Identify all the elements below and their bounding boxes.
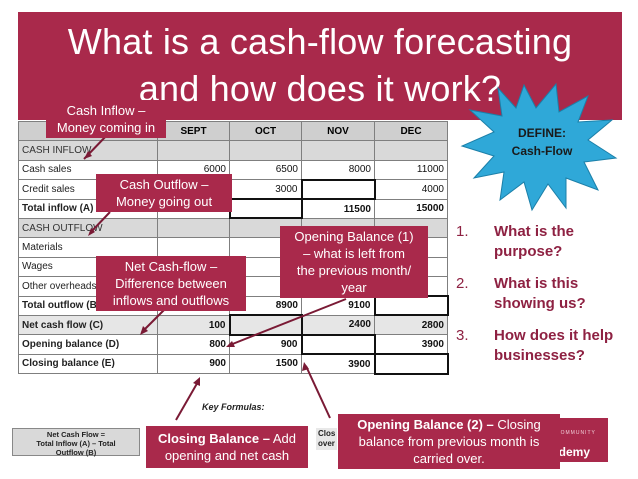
define-burst: DEFINE: Cash-Flow (498, 124, 586, 160)
logo-text: ademy (552, 445, 591, 459)
callout-line: Opening Balance (2) – Closing (341, 416, 557, 433)
fragment-line: over (318, 439, 335, 448)
callout-text: inflows and outflows (112, 293, 230, 308)
slide-title: What is a cash-flow forecasting and how … (18, 18, 622, 112)
cell (374, 140, 448, 161)
question-text: What is this showing us? (494, 275, 586, 312)
callout-text: the previous month/ (296, 263, 412, 278)
callout-title: Net Cash-flow – (124, 259, 218, 274)
row-label: CASH OUTFLOW (18, 217, 158, 239)
blank-cell (300, 333, 376, 356)
define-burst-shape (460, 82, 618, 212)
row-label: Net cash flow (C) (18, 314, 158, 336)
callout-text: Money going out (115, 194, 213, 209)
question-text: What is the purpose? (494, 223, 575, 260)
header-cell: OCT (229, 120, 302, 142)
question-item: 1. What is the purpose? (456, 222, 631, 262)
net-cash-flow-formula: Net Cash Flow = Total Inflow (A) – Total… (12, 428, 140, 457)
closing-balance-callout: Closing Balance – Add opening and net ca… (146, 426, 308, 468)
opening-balance-1-callout: Opening Balance (1) – what is left from … (280, 226, 428, 298)
define-label: DEFINE: (518, 126, 566, 140)
formula-line: Total Inflow (A) – Total (36, 439, 116, 448)
cell: 4000 (374, 179, 448, 200)
callout-line: Closing Balance – Add (149, 430, 305, 447)
cell: 15000 (374, 198, 448, 219)
fragment-line: Clos (318, 429, 336, 438)
arrow-opening-1 (229, 298, 347, 346)
question-item: 2. What is this showing us? (456, 274, 631, 314)
question-number: 3. (456, 327, 469, 344)
callout-text: Difference between (115, 276, 227, 291)
cell (301, 140, 375, 161)
cell (157, 217, 230, 239)
cell (229, 140, 302, 161)
cell: 900 (157, 353, 230, 375)
cell: 2800 (374, 314, 448, 336)
arrow-closing (175, 379, 200, 421)
cell: 2400 (301, 314, 375, 336)
blank-cell (373, 353, 449, 375)
cell (157, 140, 230, 161)
logo-small-text: COMMUNITY (556, 430, 596, 436)
callout-text: Add (269, 431, 296, 446)
arrow-outflow (89, 211, 111, 234)
key-formulas-label: Key Formulas: (202, 402, 265, 412)
callout-title: Opening Balance (2) – (357, 417, 494, 432)
callout-text: balance from previous month is (358, 434, 540, 449)
question-item: 3. How does it help businesses? (456, 326, 631, 366)
header-cell: NOV (301, 120, 375, 142)
cell: 1500 (229, 353, 302, 375)
opening-balance-2-callout: Opening Balance (2) – Closing balance fr… (338, 414, 560, 469)
callout-title: Opening Balance (1) (294, 229, 414, 244)
title-line-2: and how does it work? (138, 68, 502, 109)
table-row: Opening balance (D) 800 900 3900 (18, 333, 448, 356)
arrow-net (141, 309, 165, 333)
cell: 11000 (374, 159, 448, 181)
callout-text: Money coming in (56, 120, 156, 135)
net-cash-flow-callout: Net Cash-flow – Difference between inflo… (96, 256, 246, 311)
question-text: How does it help businesses? (494, 327, 614, 364)
formula-line: Net Cash Flow = (46, 430, 106, 439)
blank-cell (373, 294, 449, 317)
table-row: Closing balance (E) 900 1500 3900 (18, 353, 449, 375)
table-row: Total inflow (A) 11500 15000 (18, 198, 448, 220)
callout-text: Closing (493, 417, 541, 432)
cash-outflow-callout: Cash Outflow – Money going out (96, 174, 232, 212)
closing-formula-fragment: Clos over (316, 428, 338, 450)
header-cell: SEPT (157, 120, 230, 142)
title-line-1: What is a cash-flow forecasting (67, 21, 573, 62)
question-list: 1. What is the purpose? 2. What is this … (456, 222, 631, 366)
callout-title: Cash Outflow – (119, 177, 209, 192)
arrow-opening-2 (305, 365, 331, 419)
callout-text: carried over. (413, 451, 485, 466)
define-term: Cash-Flow (511, 144, 573, 158)
table-row: CASH INFLOW (18, 140, 448, 161)
blank-cell (228, 198, 303, 220)
callout-text: opening and net cash (164, 448, 290, 463)
blank-cell (300, 178, 376, 201)
row-label: CASH INFLOW (18, 140, 158, 161)
blank-cell (228, 314, 303, 336)
callout-text: year (341, 280, 367, 295)
callout-text: – what is left from (303, 246, 405, 261)
callout-title: Closing Balance – (157, 431, 270, 446)
question-number: 2. (456, 275, 469, 292)
formula-line: Outflow (B) (55, 448, 97, 457)
cash-inflow-callout: Cash Inflow – Money coming in (46, 100, 166, 138)
question-number: 1. (456, 223, 469, 240)
callout-title: Cash Inflow – (66, 103, 146, 118)
header-cell: DEC (374, 120, 448, 142)
